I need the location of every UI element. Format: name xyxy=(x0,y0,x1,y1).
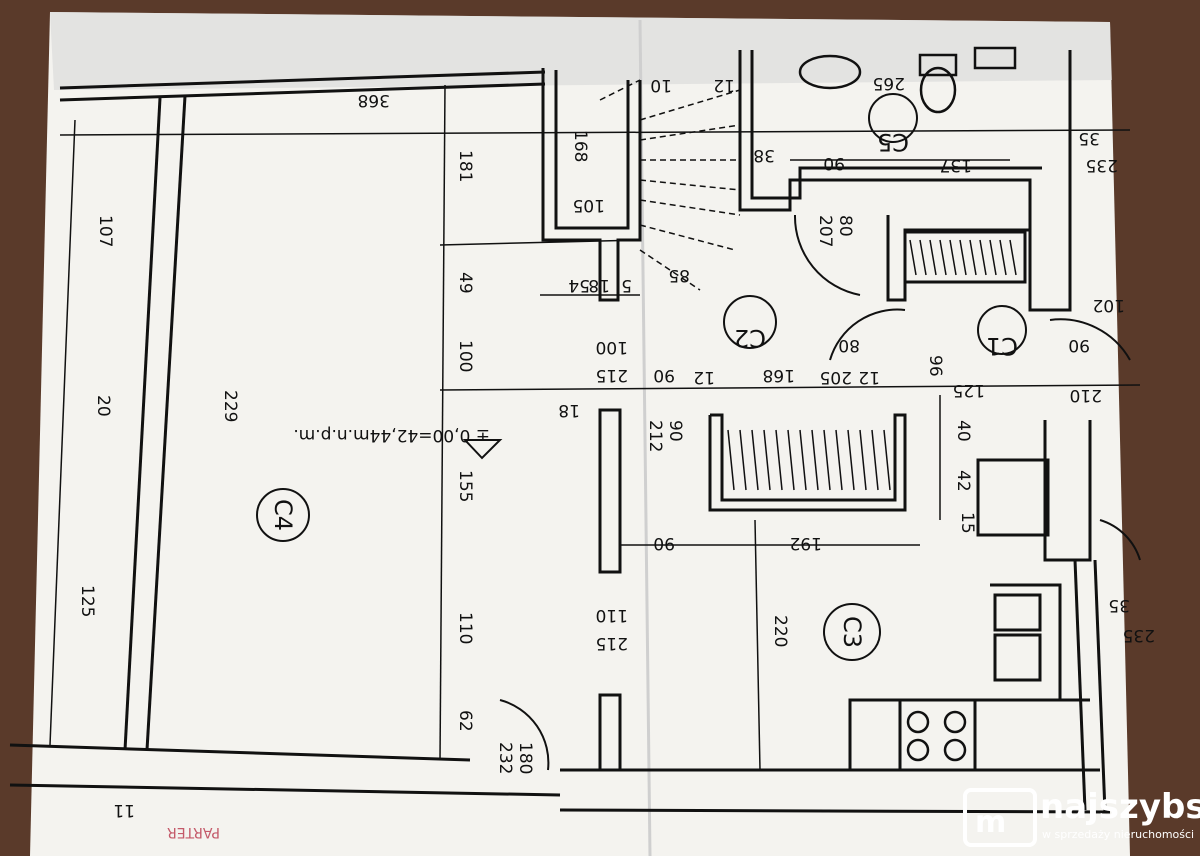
dim-125: 125 xyxy=(953,380,985,400)
room-c1-text: C1 xyxy=(986,332,1018,360)
dim-220: 220 xyxy=(770,615,790,647)
dim-90-bath: 90 xyxy=(823,153,845,173)
dim-96: 96 xyxy=(925,355,945,377)
brand-name: najszybsi xyxy=(1040,787,1200,827)
dim-102: 102 xyxy=(1093,295,1125,315)
level-note: ± 0,00=42,44m.n.p.m. xyxy=(293,425,490,445)
dim-100-left: 100 xyxy=(455,340,475,372)
dim-11: 11 xyxy=(113,800,135,820)
dim-155: 155 xyxy=(455,470,475,502)
dim-49: 49 xyxy=(455,272,475,294)
dim-107: 107 xyxy=(95,215,115,247)
dim-125-left: 125 xyxy=(77,585,97,617)
paper-top-noise xyxy=(50,12,1112,90)
dim-62: 62 xyxy=(455,710,475,732)
dim-265: 265 xyxy=(873,73,905,93)
dim-105: 105 xyxy=(573,195,605,215)
dim-85: 85 xyxy=(668,265,690,285)
paper-sheet xyxy=(30,12,1130,856)
dim-168-mid: 168 xyxy=(763,365,795,385)
dim-12-top: 12 xyxy=(713,75,735,95)
room-label-c2: C2 xyxy=(723,295,777,352)
dim-181: 181 xyxy=(455,150,475,182)
dim-110-left: 110 xyxy=(455,612,475,644)
dim-137: 137 xyxy=(940,155,972,175)
dim-168-stair: 168 xyxy=(570,130,590,162)
dim-18-mid: 18 xyxy=(558,400,580,420)
brand-logo-glyph: m xyxy=(975,805,1006,840)
dim-35-top: 35 xyxy=(1078,128,1100,148)
dim-207: 207 xyxy=(815,215,835,247)
dim-212: 212 xyxy=(645,420,665,452)
dim-12-mid: 12 xyxy=(693,367,715,387)
dim-80-mid: 80 xyxy=(838,335,860,355)
dim-18-stair: 18 xyxy=(588,275,610,295)
dim-215-mid: 215 xyxy=(596,365,628,385)
stove-burners xyxy=(906,710,967,762)
dim-90-mid: 90 xyxy=(653,365,675,385)
room-label-c5: C5 xyxy=(868,93,918,156)
dim-90-right: 90 xyxy=(1068,335,1090,355)
dim-90-lower: 90 xyxy=(653,533,675,553)
dim-232: 232 xyxy=(495,742,515,774)
room-label-c1: C1 xyxy=(977,305,1027,360)
dimension-lines xyxy=(49,84,1141,771)
dimension-labels: 368 181 168 105 54 5 18 85 10 12 265 38 … xyxy=(77,73,1155,820)
dim-110-mid: 110 xyxy=(596,605,628,625)
dim-192: 192 xyxy=(790,533,822,553)
level-marker-icon xyxy=(462,439,503,460)
room-labels: C5 C1 C2 C4 C3 xyxy=(256,93,1027,661)
dim-368: 368 xyxy=(358,90,390,110)
dim-12-right: 12 xyxy=(858,367,880,387)
dim-38: 38 xyxy=(753,145,775,165)
watermark: m najszybsi w sprzedaży nieruchomości xyxy=(963,787,1200,847)
dim-54: 54 xyxy=(568,275,590,295)
door-arcs xyxy=(499,214,1141,771)
floor-stamp: PARTER xyxy=(167,824,220,840)
room-c4-text: C4 xyxy=(269,499,297,531)
dim-100-mid: 100 xyxy=(596,337,628,357)
room-c2-text: C2 xyxy=(734,324,766,352)
dim-20: 20 xyxy=(93,395,113,417)
dim-40: 40 xyxy=(953,420,973,442)
closet-hatching xyxy=(727,239,1017,491)
dim-10: 10 xyxy=(650,75,672,95)
room-c3-text: C3 xyxy=(838,616,866,648)
dim-210: 210 xyxy=(1070,385,1102,405)
dim-205: 205 xyxy=(820,367,852,387)
dim-42: 42 xyxy=(953,470,973,492)
room-label-c4: C4 xyxy=(256,488,310,542)
dim-180: 180 xyxy=(515,742,535,774)
brand-tagline: w sprzedaży nieruchomości xyxy=(1042,828,1194,841)
dim-15: 15 xyxy=(957,512,977,534)
room-label-c3: C3 xyxy=(823,603,881,661)
dim-35-lower: 35 xyxy=(1108,595,1130,615)
dim-215-lower: 215 xyxy=(596,633,628,653)
brand-logo-icon xyxy=(963,788,1037,847)
room-c5-text: C5 xyxy=(877,128,909,156)
dim-80-bath: 80 xyxy=(835,215,855,237)
dim-229: 229 xyxy=(220,390,240,422)
dim-235-lower: 235 xyxy=(1123,625,1155,645)
walls xyxy=(9,50,1111,814)
dim-90-door: 90 xyxy=(665,420,685,442)
dim-5: 5 xyxy=(621,275,632,295)
bathroom-fixtures xyxy=(798,46,1017,114)
dim-235-top: 235 xyxy=(1086,155,1118,175)
